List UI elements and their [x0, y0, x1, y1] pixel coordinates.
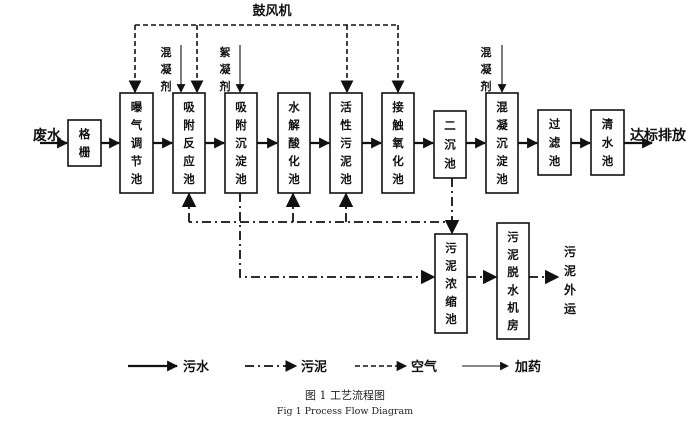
legend-item-air: 空气: [355, 359, 437, 375]
unit-box: [329, 92, 363, 194]
legend-label: 加药: [514, 359, 541, 375]
sludge-flow-arrow: [239, 193, 436, 285]
chemical-label: 絮凝剂: [219, 45, 232, 93]
unit-clear-water: 清水池: [590, 109, 625, 176]
unit-label: 污泥脱水机房: [507, 230, 519, 332]
unit-box: [537, 109, 572, 176]
unit-box: [224, 92, 258, 194]
unit-contact-oxidation: 接触氧化池: [381, 92, 415, 194]
sludge-out-text: 污泥外运: [564, 244, 576, 316]
unit-box: [433, 110, 467, 179]
legend-item-sludge: 污泥: [245, 359, 327, 375]
unit-label: 活性污泥池: [340, 100, 352, 186]
blower-label: 鼓风机: [252, 3, 291, 19]
caption-cn: 图 1 工艺流程图: [305, 388, 385, 402]
chemical-label: 混凝剂: [160, 45, 173, 93]
flow-lines: [40, 24, 654, 285]
legend-item-water: 污水: [128, 359, 210, 375]
unit-sludge-thickener: 污泥浓缩池: [434, 233, 468, 334]
unit-box: [67, 119, 102, 167]
unit-adsorption-reaction: 吸附反应池: [172, 92, 206, 194]
unit-label: 混凝沉淀池: [496, 100, 508, 186]
inlet-label: 废水: [33, 127, 62, 144]
unit-label: 接触氧化池: [391, 100, 404, 186]
unit-aeration-equalization: 曝气调节池: [119, 92, 154, 194]
unit-label: 二沉池: [444, 119, 456, 171]
unit-box: [172, 92, 206, 194]
legend-item-dose: 加药: [462, 359, 541, 375]
caption-en: Fig 1 Process Flow Diagram: [277, 406, 413, 417]
unit-label: 格栅: [79, 127, 91, 159]
unit-label: 吸附反应池: [183, 100, 195, 186]
unit-secondary-clarifier: 二沉池: [433, 110, 467, 179]
unit-label: 吸附沉淀池: [235, 100, 247, 186]
unit-screen: 格栅: [67, 119, 102, 167]
chemical-label: 混凝剂: [480, 45, 493, 93]
unit-label: 清水池: [602, 117, 614, 168]
unit-label: 过滤池: [549, 117, 561, 168]
unit-adsorption-sedimentation: 吸附沉淀池: [224, 92, 258, 194]
legend-label: 空气: [411, 359, 437, 375]
legend-label: 污泥: [301, 359, 327, 375]
unit-box: [381, 92, 415, 194]
unit-activated-sludge: 活性污泥池: [329, 92, 363, 194]
sludge-out-label: 污泥外运: [564, 244, 576, 316]
unit-coagulation-sedimentation: 混凝沉淀池: [485, 92, 519, 194]
legend-label: 污水: [183, 359, 210, 375]
chemical-dose-3: 混凝剂: [480, 45, 507, 93]
unit-label: 曝气调节池: [130, 100, 143, 186]
legend: 污水 污泥 空气 加药: [128, 359, 541, 375]
chemical-dose-1: 混凝剂: [160, 45, 186, 93]
unit-box: [485, 92, 519, 194]
unit-filter: 过滤池: [537, 109, 572, 176]
unit-sludge-dewatering: 污泥脱水机房: [496, 222, 530, 340]
unit-box: [119, 92, 154, 194]
unit-box: [277, 92, 311, 194]
chemical-dose-2: 絮凝剂: [219, 45, 245, 93]
outlet-label: 达标排放: [630, 127, 687, 144]
chemical-dosing: 混凝剂 絮凝剂 混凝剂: [160, 45, 507, 93]
unit-label: 水解酸化池: [288, 100, 300, 186]
unit-box: [496, 222, 530, 340]
unit-box: [434, 233, 468, 334]
process-units: 格栅 曝气调节池 吸附反应池 吸附沉淀池 水解酸化池 活性污泥池 接触氧化池 二沉池 混凝沉淀池…: [67, 92, 625, 340]
unit-hydrolysis-acidification: 水解酸化池: [277, 92, 311, 194]
unit-box: [590, 109, 625, 176]
unit-label: 污泥浓缩池: [445, 241, 457, 326]
